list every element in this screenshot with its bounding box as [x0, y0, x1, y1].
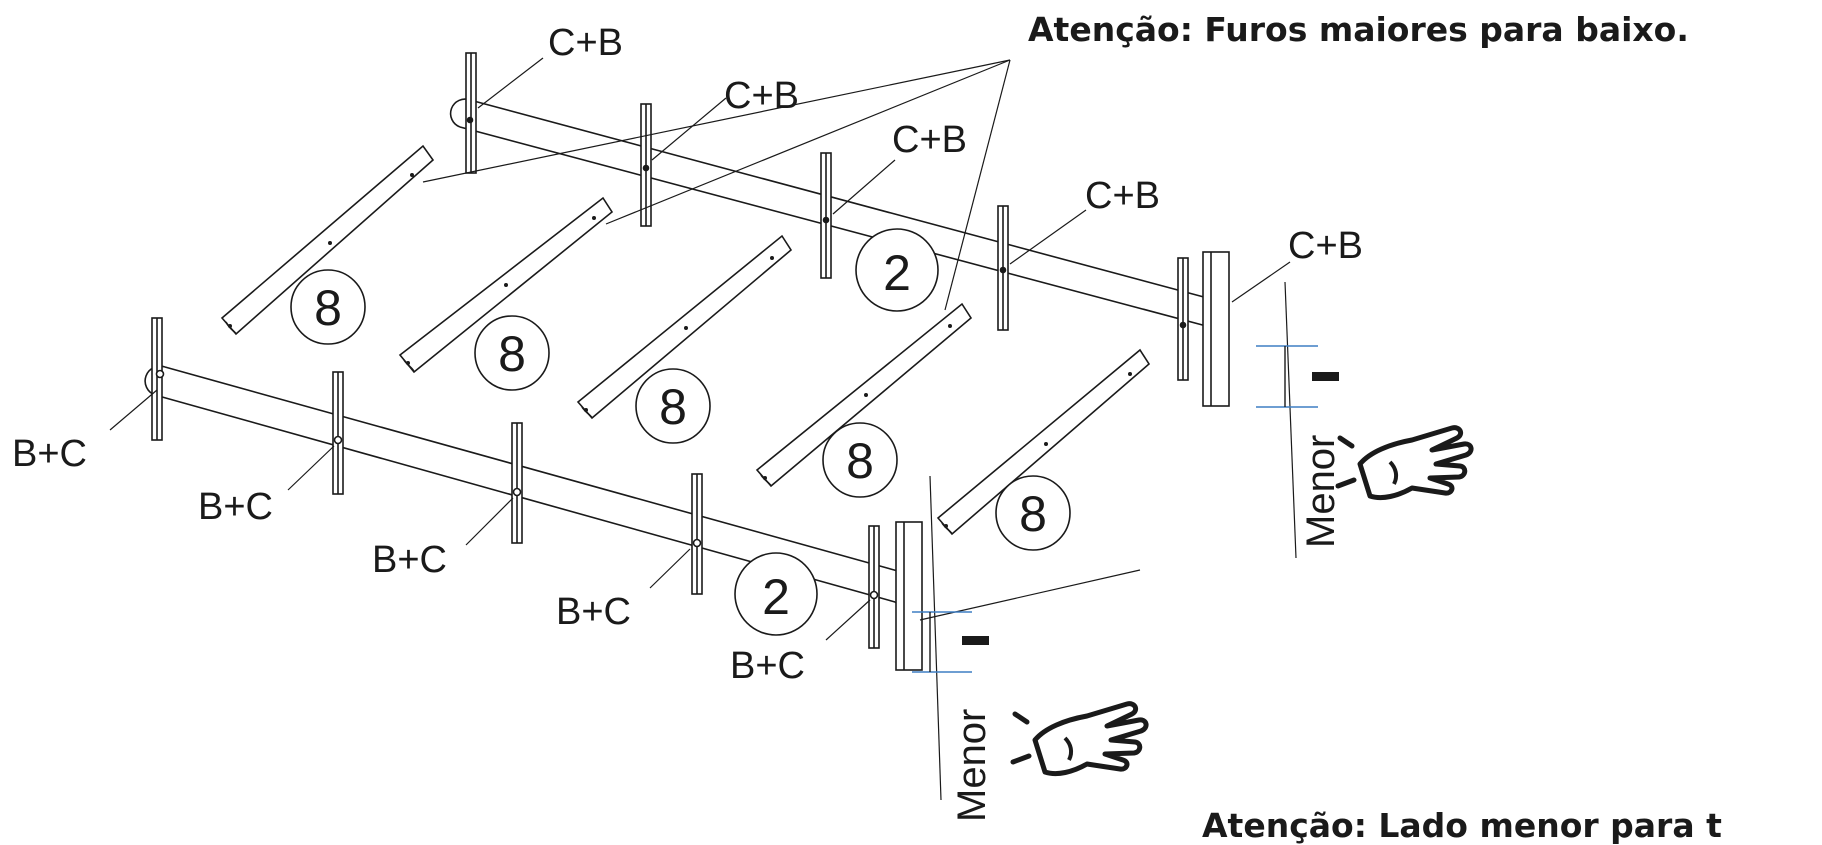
part-label-top: C+B: [892, 119, 967, 161]
rear-posts: [465, 52, 1230, 407]
pointing-hand-icon: [1338, 428, 1471, 498]
beam-qty-circle: [855, 228, 939, 312]
warning-note-bottom: Atenção: Lado menor para t: [1202, 806, 1722, 845]
slat-qty-circle: [474, 315, 550, 391]
part-label-bottom: B+C: [730, 645, 805, 687]
slat-qty-number: 8: [498, 326, 526, 382]
leader-lines: [109, 57, 1297, 801]
part-label-bottom: B+C: [12, 433, 87, 475]
side-label: Menor: [1299, 435, 1343, 548]
slat-qty-number: 8: [659, 379, 687, 435]
beam-qty-number: 2: [762, 569, 790, 625]
beam-qty-number: 2: [883, 245, 911, 301]
part-label-top: C+B: [1288, 225, 1363, 267]
slat-qty-circle: [995, 475, 1071, 551]
slat-qty-number: 8: [846, 433, 874, 489]
warning-note-top: Atenção: Furos maiores para baixo.: [1028, 10, 1689, 49]
minus-mark: [1312, 372, 1339, 381]
part-label-bottom: B+C: [198, 486, 273, 528]
slats: [220, 144, 1151, 536]
dimension-ticks: [912, 345, 1318, 673]
side-label: Menor: [950, 709, 994, 822]
slat-qty-number: 8: [314, 280, 342, 336]
part-label-bottom: B+C: [372, 539, 447, 581]
part-label-top: C+B: [548, 22, 623, 64]
part-label-top: C+B: [1085, 175, 1160, 217]
slat-qty-circle: [822, 422, 898, 498]
pointing-hand-icon: [1013, 704, 1146, 774]
front-posts: [151, 317, 923, 671]
beam-qty-circle: [734, 552, 818, 636]
slat-qty-circle: [290, 269, 366, 345]
quantity-circles: [290, 228, 1071, 636]
part-label-bottom: B+C: [556, 591, 631, 633]
slat-qty-circle: [635, 368, 711, 444]
slat-qty-number: 8: [1019, 486, 1047, 542]
minus-mark: [962, 636, 989, 645]
part-label-top: C+B: [724, 75, 799, 117]
